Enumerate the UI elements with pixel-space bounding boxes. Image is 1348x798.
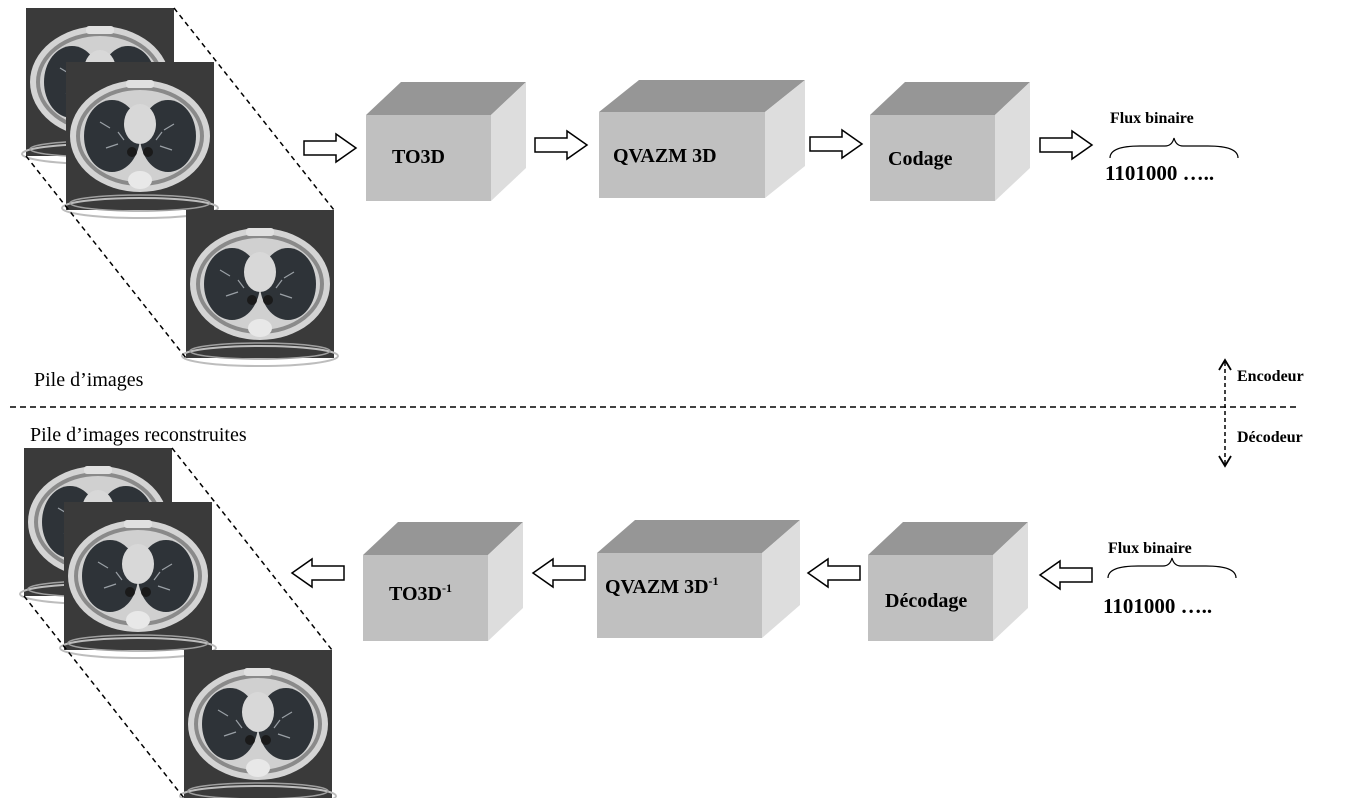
flow-arrow-right [809, 129, 863, 159]
decoder-image-stack [19, 447, 337, 798]
brace-icon [1109, 137, 1239, 159]
block-side-face [762, 520, 800, 638]
block-top-face [363, 522, 523, 555]
block-top-face [597, 520, 800, 553]
ct-slice-image [179, 649, 337, 798]
block-side-face [993, 522, 1028, 641]
bitstream-title: Flux binaire [1110, 110, 1194, 127]
block-to3d: TO3D [366, 82, 526, 201]
encoder-stack-label: Pile d’images [34, 369, 144, 391]
block-label: QVAZM 3D-1 [605, 574, 719, 598]
block-front-face [868, 555, 993, 641]
ct-slice-image [181, 209, 339, 367]
block-side-face [488, 522, 523, 641]
flow-arrow-left [807, 558, 861, 588]
block-to3d-inverse: TO3D-1 [363, 522, 523, 641]
block-top-face [599, 80, 805, 112]
flow-arrow-right [1039, 130, 1093, 160]
encoder-image-stack [21, 7, 339, 367]
flow-arrow-right [303, 133, 357, 163]
stack-guide-line [23, 595, 185, 798]
block-label: Codage [888, 148, 953, 170]
flow-arrow-right [534, 130, 588, 160]
block-top-face [868, 522, 1028, 555]
flow-arrow-left [1039, 560, 1093, 590]
block-front-face [363, 555, 488, 641]
block-label: Décodage [885, 590, 967, 612]
bitstream-value: 1101000 ….. [1103, 594, 1212, 618]
block-front-face [366, 115, 491, 201]
block-side-face [995, 82, 1030, 201]
block-label: TO3D-1 [389, 581, 452, 605]
block-front-face [599, 112, 765, 198]
stack-guide-line [173, 7, 335, 211]
block-front-face [597, 553, 762, 638]
block-label: QVAZM 3D [613, 145, 717, 167]
block-qvazm3d-inverse: QVAZM 3D-1 [597, 520, 800, 638]
encoder-label: Encodeur [1237, 368, 1304, 385]
ct-slice-image [59, 501, 217, 659]
arrow-up-icon [1218, 358, 1232, 371]
stack-guide-line [25, 155, 187, 359]
decoder-bitstream: Flux binaire 1101000 ….. [1103, 540, 1237, 618]
decoder-label: Décodeur [1237, 429, 1303, 446]
bitstream-value: 1101000 ….. [1105, 161, 1214, 185]
arrow-down-icon [1218, 455, 1232, 468]
block-label: TO3D [392, 146, 445, 168]
direction-indicator: Encodeur Décodeur [1218, 358, 1304, 468]
decoder-stack-label: Pile d’images reconstruites [30, 424, 247, 446]
block-codage: Codage [870, 82, 1030, 201]
block-front-face [870, 115, 995, 201]
bitstream-title: Flux binaire [1108, 540, 1192, 557]
block-top-face [870, 82, 1030, 115]
block-top-face [366, 82, 526, 115]
brace-icon [1107, 557, 1237, 579]
flow-arrow-left [291, 558, 345, 588]
ct-slice-image [61, 61, 219, 219]
block-qvazm3d: QVAZM 3D [599, 80, 805, 198]
flow-arrow-left [532, 558, 586, 588]
block-side-face [765, 80, 805, 198]
encoder-bitstream: Flux binaire 1101000 ….. [1105, 110, 1239, 185]
block-decodage: Décodage [868, 522, 1028, 641]
stack-guide-line [171, 447, 333, 651]
block-side-face [491, 82, 526, 201]
